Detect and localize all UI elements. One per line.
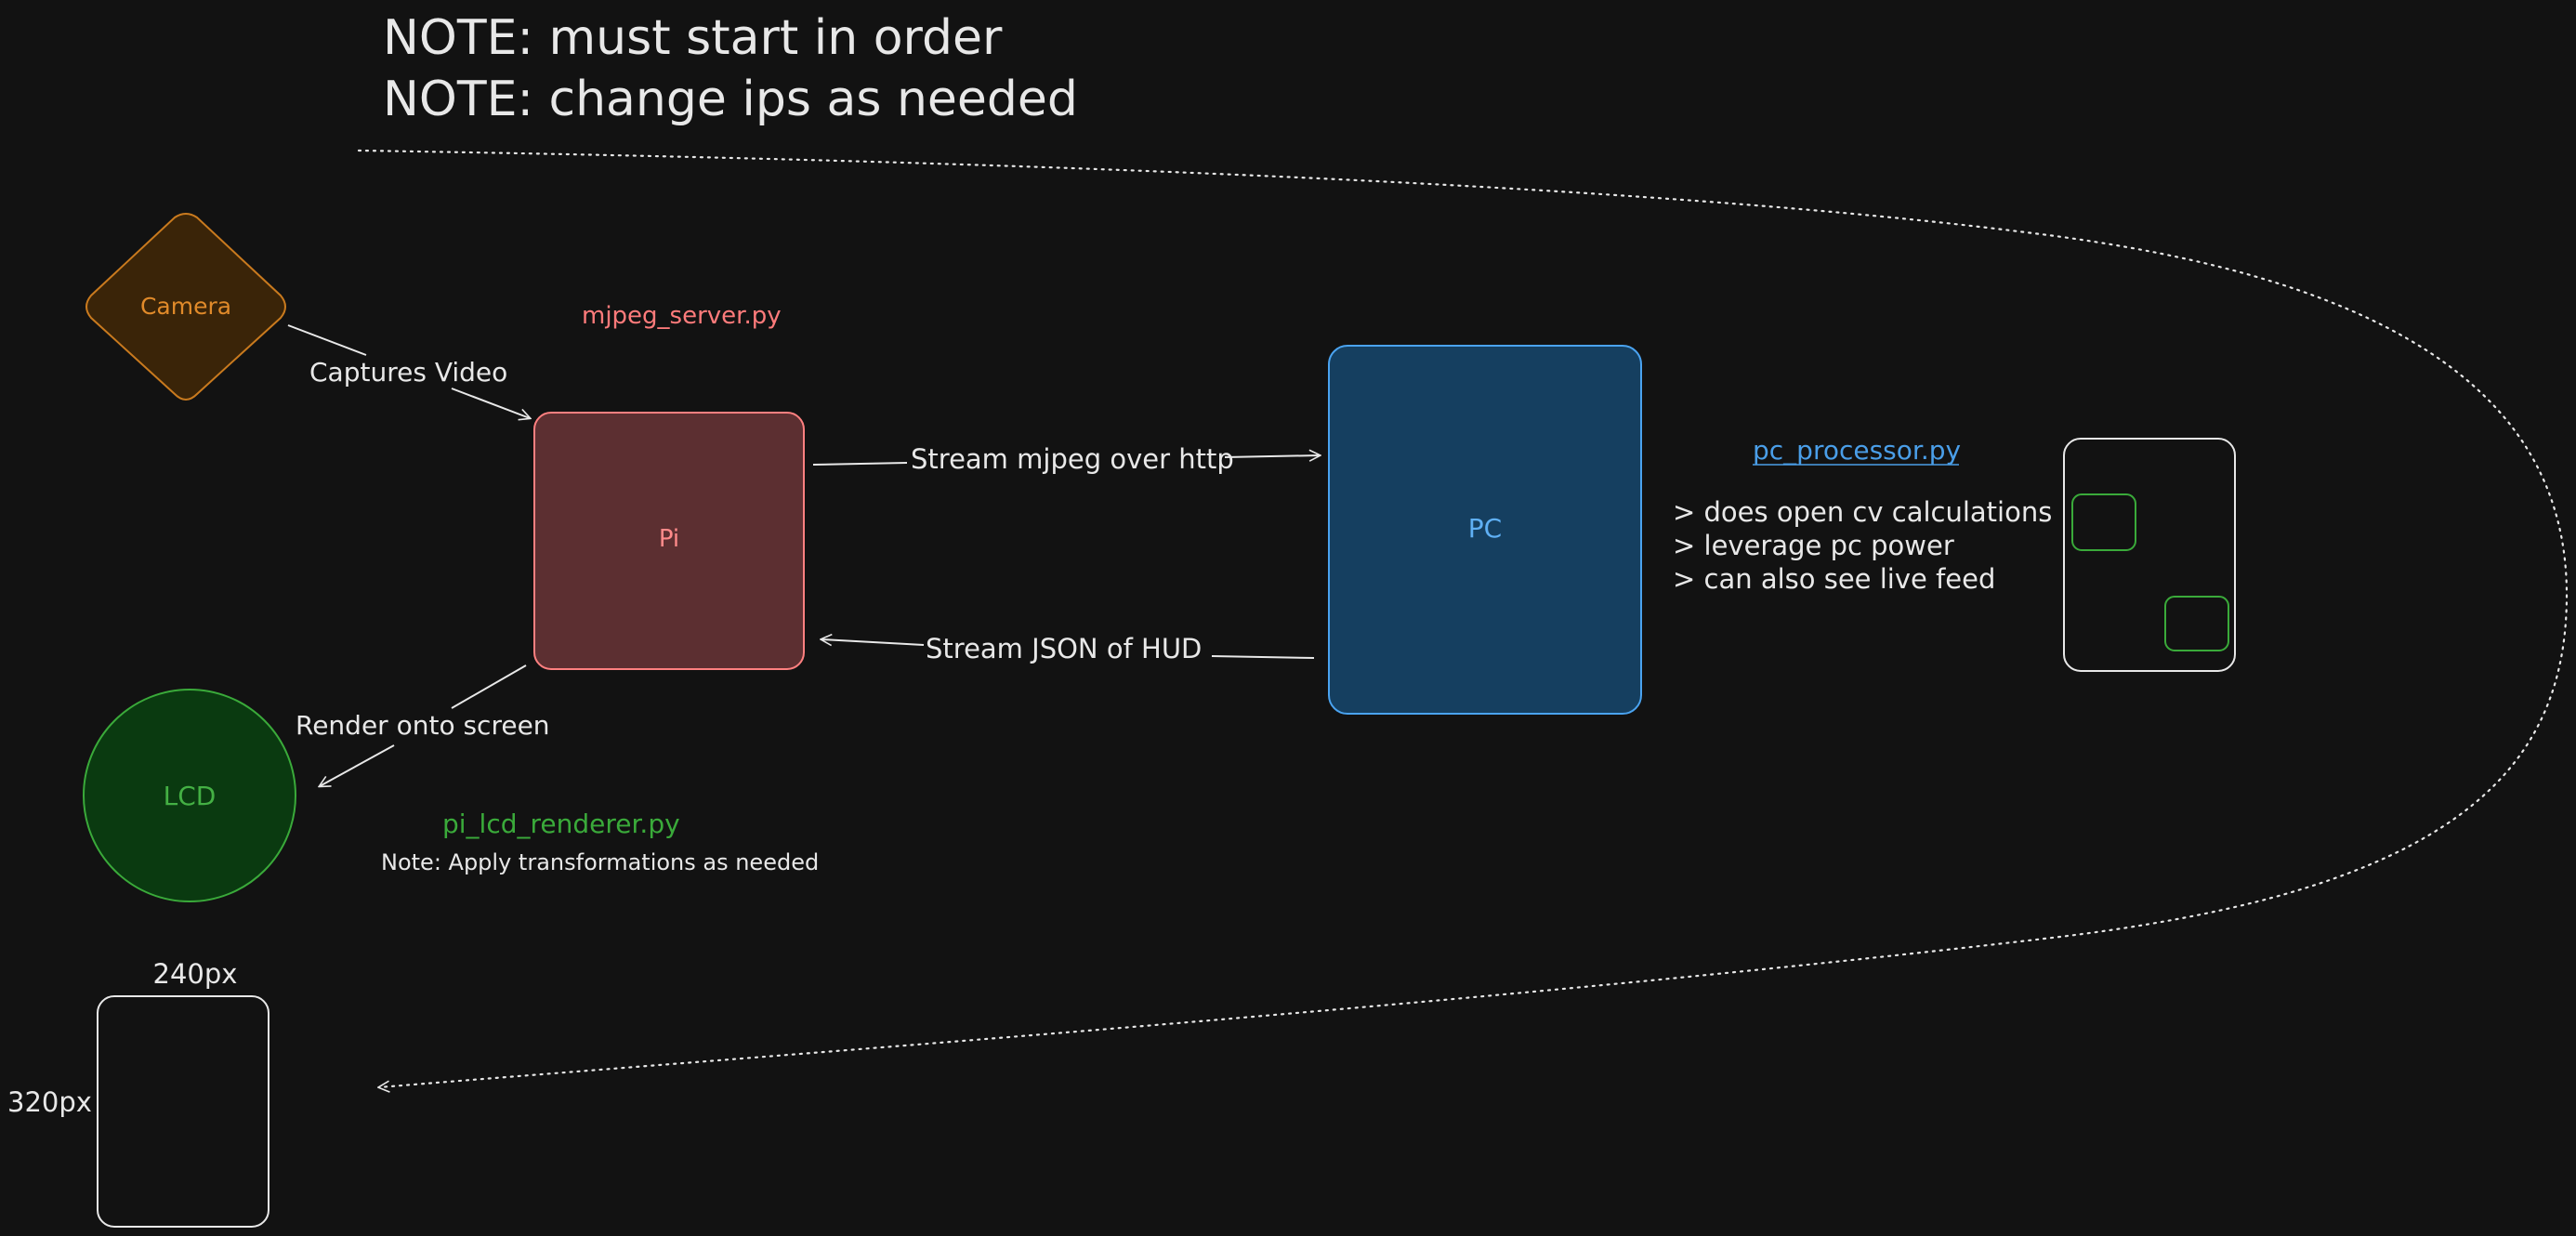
camera-node[interactable] [85,213,286,401]
edge-render-label: Render onto screen [296,710,550,741]
pi-node[interactable] [533,412,805,670]
pc-processor-filename: pc_processor.py [1753,435,1961,466]
pi-label: Pi [659,525,679,553]
edge-captures-label: Captures Video [309,357,507,388]
detection-box [2164,596,2229,651]
lcd-renderer-filename: pi_lcd_renderer.py [442,809,680,839]
restart-loop-arrow [357,149,2569,1087]
edge-camera-to-pi-segment [287,324,367,356]
edge-pc-to-pi-arrow [821,639,925,645]
edge-stream-json-label: Stream JSON of HUD [926,633,1202,664]
edge-pi-to-lcd-arrow [320,744,395,786]
pi-server-filename: mjpeg_server.py [582,302,782,330]
pc-node[interactable] [1328,345,1642,715]
live-feed-screen [2063,438,2236,672]
edge-pi-to-lcd-segment [451,664,527,709]
lcd-width-label: 240px [153,958,238,990]
lcd-node[interactable] [83,689,296,902]
camera-label: Camera [140,293,231,320]
lcd-dimension-box [97,995,269,1228]
pc-bullet-item: > leverage pc power [1673,530,1954,561]
pc-label: PC [1468,513,1502,544]
pc-bullet-item: > does open cv calculations [1673,496,2052,528]
lcd-label: LCD [164,781,217,811]
detection-box [2071,493,2136,551]
pc-bullet-item: > can also see live feed [1673,563,1995,595]
edge-camera-to-pi-arrow [451,388,530,418]
edge-stream-mjpeg-label: Stream mjpeg over http [911,443,1234,475]
note-start-order: NOTE: must start in order [383,10,1003,66]
note-change-ips: NOTE: change ips as needed [383,72,1078,127]
lcd-height-label: 320px [7,1086,92,1118]
edge-pi-to-pc-arrow [1224,455,1320,457]
lcd-transform-note: Note: Apply transformations as needed [381,849,819,875]
edge-pc-to-pi-segment [1211,655,1315,659]
edge-pi-to-pc-segment [812,462,908,466]
